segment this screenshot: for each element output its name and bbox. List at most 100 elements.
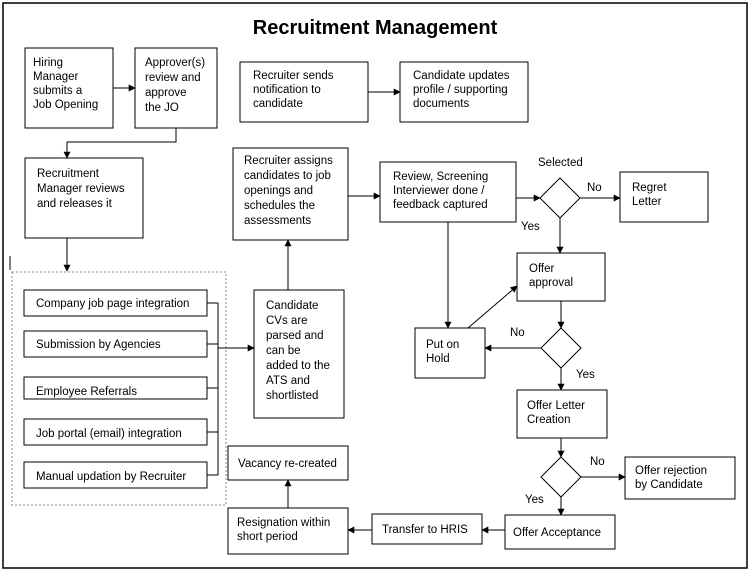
label-no-rejection: No — [590, 456, 605, 468]
label-yes-offer-letter: Yes — [576, 369, 595, 381]
node-text-line: assessments — [244, 215, 311, 227]
svg-text:Offer Acceptance: Offer Acceptance — [513, 527, 601, 539]
node-text-line: candidate — [253, 98, 303, 110]
svg-text:Vacancy re-created: Vacancy re-created — [238, 458, 337, 470]
node-recruiter-sends: Recruiter sends notification to candidate — [239, 61, 369, 123]
svg-text:Company job page integration: Company job page integration — [36, 298, 189, 310]
source-company-job-page: Company job page integration — [23, 289, 208, 317]
node-text-line: Offer rejection — [635, 465, 707, 477]
sources-region — [11, 271, 227, 506]
node-text-line: Hold — [426, 353, 450, 365]
node-text-line: Job Opening — [33, 99, 98, 111]
node-text-line: by Candidate — [635, 479, 703, 491]
node-text-line: Manager — [33, 71, 79, 83]
node-text-line: Recruiter sends — [253, 70, 334, 82]
node-text-line: Review, Screening — [393, 171, 488, 183]
node-text-line: added to the — [266, 360, 330, 372]
node-text-line: Recruiter assigns — [244, 155, 333, 167]
node-text-line: short period — [237, 531, 298, 543]
source-manual-updation: Manual updation by Recruiter — [23, 461, 208, 489]
node-offer-acceptance: Offer Acceptance — [504, 514, 616, 550]
node-candidate-updates: Candidate updates profile / supporting doc… — [399, 61, 529, 123]
node-text-line: notification to — [253, 84, 321, 96]
node-text-line: documents — [413, 98, 470, 110]
node-text-line: Offer Letter — [527, 400, 585, 412]
diagram-title: Recruitment Management — [253, 17, 498, 39]
svg-text:Employee Referrals: Employee Referrals — [36, 386, 137, 398]
node-text-line: candidates to job — [244, 170, 331, 182]
node-text-line: Candidate updates — [413, 70, 510, 82]
node-text-line: Regret — [632, 182, 667, 194]
source-agencies: Submission by Agencies — [23, 330, 208, 358]
node-text-line: Resignation within — [237, 517, 330, 529]
node-vacancy: Vacancy re-created — [227, 445, 349, 481]
node-text-line: the JO — [145, 102, 179, 114]
label-no-hold: No — [510, 327, 525, 339]
node-text-line: shortlisted — [266, 390, 318, 402]
source-job-portal: Job portal (email) integration — [23, 418, 208, 446]
node-text-line: parsed and — [266, 330, 324, 342]
connectors — [9, 84, 626, 534]
label-no-regret: No — [587, 182, 602, 194]
node-text-line: Interviewer done / — [393, 185, 485, 197]
node-text-line: ATS and — [266, 375, 310, 387]
node-text-line: Candidate — [266, 300, 318, 312]
node-text-line: review and — [145, 72, 201, 84]
label-yes-offer-approval: Yes — [521, 221, 540, 233]
node-text-line: Vacancy re-created — [238, 458, 337, 470]
node-text-line: Manager reviews — [37, 183, 125, 195]
node-text-line: Offer — [529, 263, 555, 275]
decision-selected — [539, 177, 581, 219]
node-text-line: approve — [145, 87, 187, 99]
node-resignation: Resignation within short period — [227, 507, 349, 555]
node-text-line: submits a — [33, 85, 83, 97]
node-text-line: Put on — [426, 339, 459, 351]
svg-text:Transfer to HRIS: Transfer to HRIS — [382, 524, 468, 536]
node-text-line: Transfer to HRIS — [382, 524, 468, 536]
svg-text:Job portal (email) integration: Job portal (email) integration — [36, 428, 182, 440]
node-text-line: openings and — [244, 185, 313, 197]
node-approver: Approver(s) review and approve the JO — [134, 47, 218, 129]
node-offer-rejection: Offer rejection by Candidate — [624, 456, 736, 500]
decision-offer-accepted — [540, 456, 582, 498]
node-text-line: Hiring — [33, 57, 63, 69]
node-put-on-hold: Put on Hold — [414, 327, 486, 379]
node-transfer-hris: Transfer to HRIS — [371, 513, 483, 545]
node-text-line: profile / supporting — [413, 84, 508, 96]
node-text-line: and releases it — [37, 198, 113, 210]
svg-text:Submission by Agencies: Submission by Agencies — [36, 339, 161, 351]
svg-text:Manual updation by Recruiter: Manual updation by Recruiter — [36, 471, 186, 483]
source-employee-referrals: Employee Referrals — [23, 376, 208, 400]
node-text-line: Approver(s) — [145, 57, 205, 69]
node-text-line: feedback captured — [393, 199, 488, 211]
label-yes-acceptance: Yes — [525, 494, 544, 506]
node-text-line: can be — [266, 345, 301, 357]
node-text-line: schedules the — [244, 200, 315, 212]
decision-offer-approved — [540, 327, 582, 369]
node-text-line: Offer Acceptance — [513, 527, 601, 539]
node-text-line: approval — [529, 277, 573, 289]
node-text-line: Creation — [527, 414, 570, 426]
node-text-line: Letter — [632, 196, 662, 208]
